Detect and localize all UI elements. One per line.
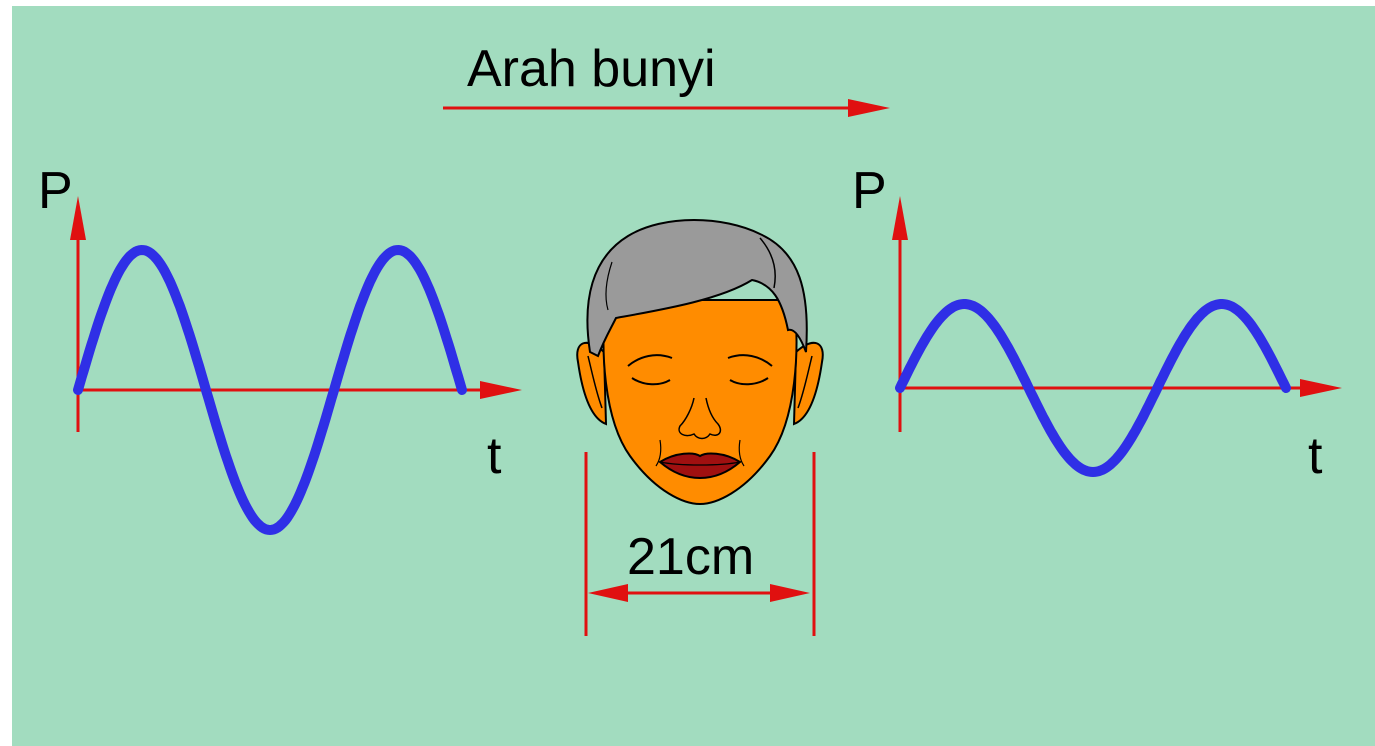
direction-arrow xyxy=(443,99,890,117)
right-x-axis xyxy=(896,379,1342,397)
left-x-axis xyxy=(74,381,522,399)
dimension-arrow xyxy=(588,584,810,602)
right-y-label: P xyxy=(852,162,887,220)
left-graph: P t xyxy=(38,162,522,530)
left-y-label: P xyxy=(38,162,73,220)
head-icon xyxy=(577,220,823,504)
right-graph: P t xyxy=(852,162,1342,485)
direction-label: Arah bunyi xyxy=(467,40,716,98)
distance-label: 21cm xyxy=(627,528,754,586)
right-y-axis xyxy=(892,196,908,432)
left-x-label: t xyxy=(487,427,502,485)
left-y-axis xyxy=(70,196,86,432)
right-x-label: t xyxy=(1308,427,1323,485)
